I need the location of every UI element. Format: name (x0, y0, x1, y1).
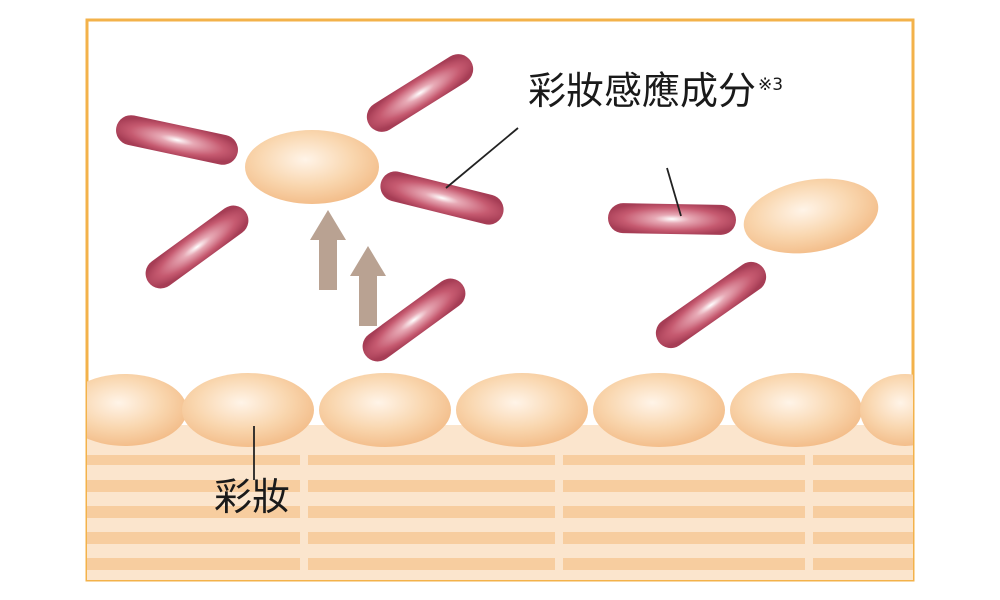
surface-cell (860, 374, 913, 446)
surface-cell (87, 374, 187, 446)
skin-band-stripes (87, 452, 913, 580)
arrow-up-icon (310, 210, 346, 290)
rod (608, 203, 736, 235)
rod (366, 54, 474, 132)
floating-cell-right (743, 178, 879, 254)
surface-cell (319, 373, 451, 447)
surface-cell (182, 373, 314, 447)
surface-cell (456, 373, 588, 447)
surface-cell (593, 373, 725, 447)
rod (145, 205, 249, 289)
arrow-up-icon (350, 246, 386, 326)
rod (655, 261, 767, 349)
floating-cell-left (245, 130, 379, 204)
leader-lines (253, 127, 682, 480)
skin-label: 彩妝 (214, 475, 291, 519)
rod (116, 115, 238, 165)
component-label: 彩妝感應成分※3 (528, 72, 783, 110)
rod (380, 171, 504, 225)
surface-cell (730, 373, 862, 447)
component-rods (116, 54, 767, 362)
surface-cell-row (87, 373, 913, 447)
component-label-text: 彩妝感應成分 (528, 69, 757, 113)
skin-layer-background (87, 425, 913, 580)
component-label-note: ※3 (758, 75, 784, 96)
rod (362, 278, 466, 362)
upward-arrows (310, 210, 386, 326)
